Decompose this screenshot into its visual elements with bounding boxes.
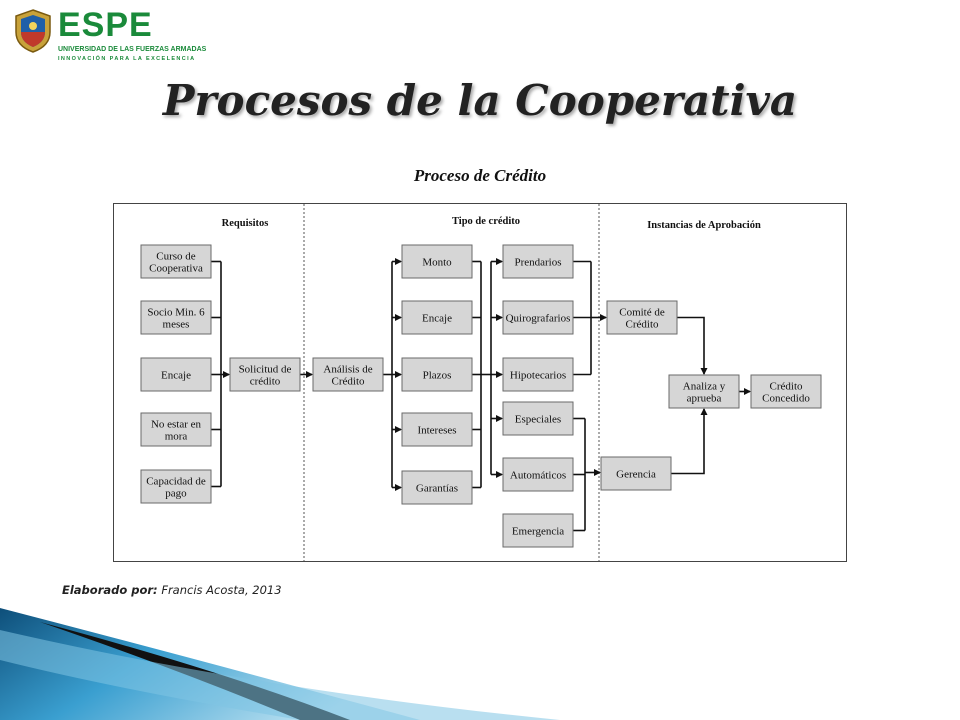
page-title: Procesos de la Cooperativa [162,76,798,125]
node-automaticos: Automáticos [502,457,574,492]
node-label: Concedido [762,393,810,405]
node-label: Encaje [422,313,452,325]
node-label: Hipotecarios [510,370,566,382]
connector-gerencia-to-analiza [671,408,708,475]
node-box [502,457,574,492]
node-label: Intereses [417,425,456,437]
node-label: Crédito [770,381,803,393]
node-box [140,357,212,392]
node-label: Prendarios [514,257,561,269]
logo-wordmark: ESPE [58,6,153,44]
header-instancias-aprobacion: Instancias de Aprobación [647,220,761,231]
node-label: Analiza y [683,381,726,393]
node-label: Automáticos [510,470,566,482]
node-label: Encaje [161,370,191,382]
node-label: Plazos [423,370,452,382]
node-hipotecarios: Hipotecarios [502,357,574,392]
logo-university-name: UNIVERSIDAD DE LAS FUERZAS ARMADAS [58,46,207,53]
node-label: meses [163,319,190,331]
node-box [401,470,473,505]
node-label: Socio Min. 6 [147,307,205,319]
node-label: Emergencia [512,526,564,538]
node-label: Crédito [332,376,365,388]
node-box [401,300,473,335]
node-box [502,300,574,335]
node-label: Garantías [416,483,458,495]
diagram-connectors [211,258,751,532]
connector-comite-to-analiza [677,316,708,375]
node-label: Especiales [515,414,561,426]
logo-motto: INNOVACIÓN PARA LA EXCELENCIA [58,56,196,62]
credit-author: Francis Acosta, 2013 [161,583,282,597]
node-label: Curso de [156,251,196,263]
node-gerencia: Gerencia [600,456,672,491]
node-label: Monto [422,257,452,269]
node-emergencia: Emergencia [502,513,574,548]
node-box [401,357,473,392]
node-intereses: Intereses [401,412,473,447]
node-especiales: Especiales [502,401,574,436]
node-box [668,374,740,409]
node-label: Cooperativa [149,263,203,275]
node-box [140,469,212,504]
node-label: Crédito [626,319,659,331]
node-box [140,300,212,335]
node-box [401,412,473,447]
node-label: pago [165,488,187,500]
node-plazos: Plazos [401,357,473,392]
node-quirografarios: Quirografarios [502,300,574,335]
credit-label: Elaborado por: [62,583,158,597]
header-tipo-credito: Tipo de crédito [452,216,520,227]
university-seal-icon [15,9,51,53]
node-box [750,374,822,409]
header-requisitos: Requisitos [222,218,269,229]
node-box [502,244,574,279]
node-box [502,401,574,436]
node-box [312,357,384,392]
node-box [401,244,473,279]
diagram-caption: Proceso de Crédito [413,166,547,185]
node-label: Quirografarios [506,313,571,325]
node-label: Análisis de [323,364,372,376]
node-label: crédito [250,376,281,388]
node-box [140,412,212,447]
node-label: Comité de [619,307,665,319]
espe-logo: ESPE UNIVERSIDAD DE LAS FUERZAS ARMADAS … [12,6,206,64]
node-box [140,244,212,279]
node-label: mora [165,431,188,443]
node-prendarios: Prendarios [502,244,574,279]
node-label: No estar en [151,419,202,431]
node-label: aprueba [687,393,722,405]
node-label: Solicitud de [239,364,292,376]
credit-note: Elaborado por: Francis Acosta, 2013 [62,583,282,597]
node-box [606,300,678,335]
decorative-swoosh [0,608,560,720]
node-box [600,456,672,491]
node-label: Capacidad de [146,476,206,488]
credit-process-diagram: Requisitos Tipo de crédito Instancias de… [113,203,847,562]
node-box [229,357,301,392]
node-encaje-req: Encaje [140,357,212,392]
node-label: Gerencia [616,469,656,481]
node-garantias: Garantías [401,470,473,505]
node-encaje: Encaje [401,300,473,335]
node-monto: Monto [401,244,473,279]
node-box [502,513,574,548]
node-box [502,357,574,392]
